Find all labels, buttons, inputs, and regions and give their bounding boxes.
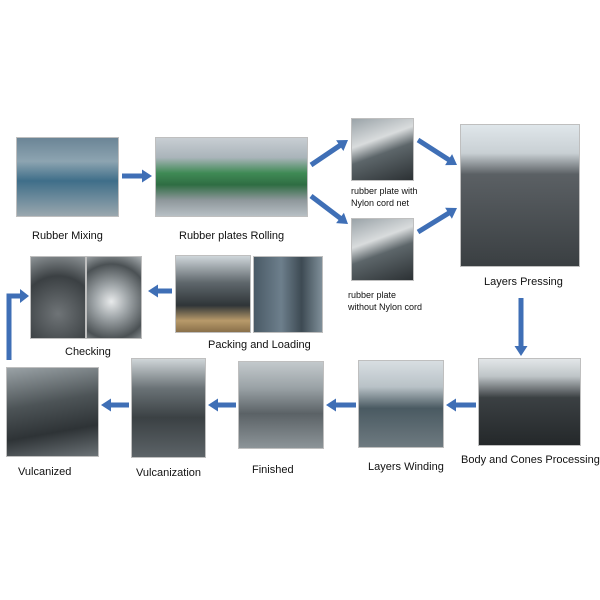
label-body-and-cones-processing: Body and Cones Processing bbox=[461, 454, 600, 466]
loading-photo-right bbox=[253, 256, 323, 333]
layers-pressing-photo bbox=[460, 124, 580, 267]
vulcanization-photo bbox=[131, 358, 206, 458]
arrow-vulcanization-to-vulcanized bbox=[101, 398, 129, 412]
label-plate-with-cord-1: rubber plate with bbox=[351, 186, 418, 196]
arrow-winding-to-finished bbox=[326, 398, 356, 412]
rubber-mixing-photo bbox=[16, 137, 119, 217]
checking-photo-right bbox=[86, 256, 142, 339]
rubber-plate-without-cord-photo bbox=[351, 218, 414, 281]
arrow-plate-with-cord-to-pressing bbox=[416, 137, 457, 166]
finished-photo bbox=[238, 361, 324, 449]
arrow-finished-to-vulcanization bbox=[208, 398, 236, 412]
arrow-plate-without-cord-to-pressing bbox=[416, 207, 457, 235]
arrow-body-cones-to-winding bbox=[446, 398, 476, 412]
packing-photo-left bbox=[175, 255, 251, 333]
label-rubber-mixing: Rubber Mixing bbox=[32, 230, 103, 242]
label-plate-without-cord-2: without Nylon cord bbox=[348, 302, 423, 312]
layers-winding-photo bbox=[358, 360, 444, 448]
label-vulcanized: Vulcanized bbox=[18, 466, 72, 478]
rubber-plate-with-cord-photo bbox=[351, 118, 414, 181]
vulcanized-photo bbox=[6, 367, 99, 457]
label-packing-and-loading: Packing and Loading bbox=[208, 339, 311, 351]
arrow-rolling-to-plate-without-cord bbox=[309, 194, 348, 224]
label-checking: Checking bbox=[65, 346, 111, 358]
arrow-mixing-to-rolling bbox=[122, 169, 152, 183]
checking-photo-left bbox=[30, 256, 86, 339]
arrow-pressing-to-body-cones bbox=[514, 298, 528, 356]
arrow-vulcanized-to-checking-shaft bbox=[6, 293, 22, 360]
label-rubber-plates-rolling: Rubber plates Rolling bbox=[179, 230, 285, 242]
label-plate-with-cord-2: Nylon cord net bbox=[351, 198, 410, 208]
rubber-plates-rolling-photo bbox=[155, 137, 308, 217]
body-and-cones-processing-photo bbox=[478, 358, 581, 446]
arrow-packing-input bbox=[148, 284, 172, 298]
label-finished: Finished bbox=[252, 464, 294, 476]
label-plate-without-cord-1: rubber plate bbox=[348, 290, 397, 300]
label-layers-pressing: Layers Pressing bbox=[484, 276, 563, 288]
arrow-vulcanized-to-checking-head bbox=[20, 289, 29, 303]
arrow-rolling-to-plate-with-cord bbox=[309, 140, 348, 168]
label-vulcanization: Vulcanization bbox=[136, 467, 202, 479]
label-layers-winding: Layers Winding bbox=[368, 461, 444, 473]
